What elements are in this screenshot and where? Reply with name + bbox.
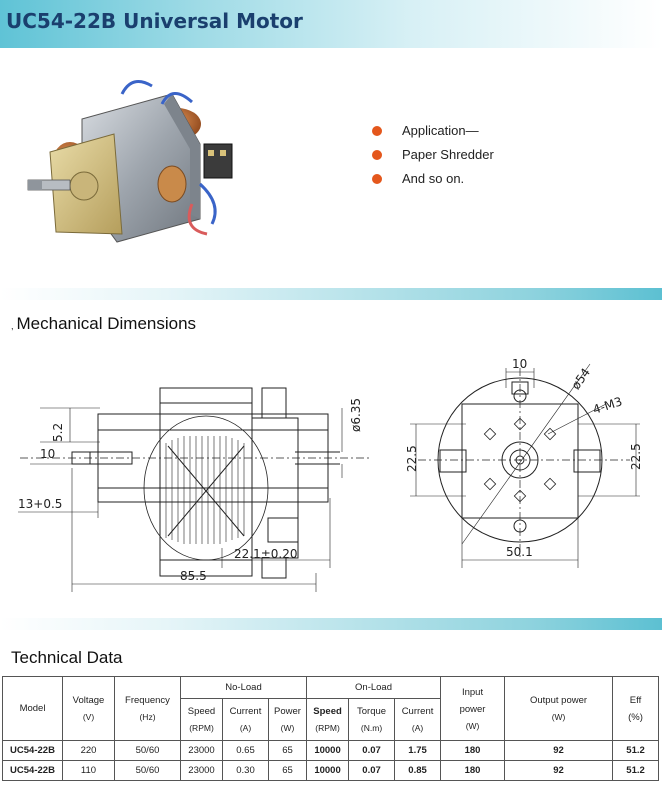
mechanical-title: ,Mechanical Dimensions	[11, 314, 196, 334]
dim-10-side: 10	[40, 447, 55, 461]
dim-13: 13+0.5	[18, 497, 62, 511]
list-item: Application—	[372, 122, 494, 146]
cell-ol-current: 1.75	[394, 740, 442, 761]
front-view: 10 ø54 4-M3 22.5 22.5 50.1	[405, 357, 643, 568]
cell-ol-torque: 0.07	[348, 760, 396, 781]
header-output-power-unit: (W)	[551, 712, 566, 722]
table-row: UC54-22B 220 50/60 23000 0.65 65 10000 0…	[2, 740, 660, 761]
header-eff: Eff (%)	[612, 676, 660, 741]
cell-frequency: 50/60	[114, 760, 181, 781]
header-voltage-unit: (V)	[82, 712, 95, 722]
cell-nl-current: 0.65	[222, 740, 269, 761]
cell-ol-speed: 10000	[306, 760, 350, 781]
cell-nl-speed: 23000	[180, 760, 223, 781]
header-model: Model	[2, 676, 63, 741]
application-item: Paper Shredder	[402, 147, 494, 162]
header-frequency: Frequency (Hz)	[114, 676, 181, 741]
header-ol-torque: Torque (N.m)	[348, 698, 396, 741]
page-title: UC54-22B Universal Motor	[6, 9, 303, 33]
header-nl-speed-label: Speed	[187, 706, 216, 717]
dim-22-1: 22.1±0.20	[234, 547, 298, 561]
header-output-power-label: Output power	[530, 695, 588, 706]
cell-voltage: 220	[62, 740, 115, 761]
application-list: Application— Paper Shredder And so on.	[372, 122, 494, 194]
mechanical-drawing: 5.2 10 13+0.5 ø6.35 22.1±0.20 85.5	[18, 357, 643, 592]
section-lead-mark: ,	[11, 321, 14, 331]
header-ol-current: Current (A)	[394, 698, 442, 741]
cell-model: UC54-22B	[2, 760, 63, 781]
header-input-power: Input power (W)	[440, 676, 506, 741]
cell-nl-current: 0.30	[222, 760, 269, 781]
header-frequency-label: Frequency	[125, 695, 170, 706]
mechanical-title-text: Mechanical Dimensions	[16, 314, 197, 333]
dim-50-1: 50.1	[506, 545, 533, 559]
application-label: Application—	[402, 123, 479, 138]
header-ol-torque-label: Torque	[357, 706, 387, 717]
cell-output-power: 92	[504, 740, 614, 761]
section-divider	[0, 618, 662, 630]
header-ol-current-label: Current	[401, 706, 434, 717]
table-row: UC54-22B 110 50/60 23000 0.30 65 10000 0…	[2, 760, 660, 781]
motor-photo	[27, 80, 233, 243]
technical-title: Technical Data	[11, 648, 123, 667]
header-nl-power-label: Power	[274, 706, 301, 717]
header-nl-current: Current (A)	[222, 698, 269, 741]
header-nl-speed: Speed (RPM)	[180, 698, 223, 741]
dim-22-5-right: 22.5	[629, 443, 643, 470]
header-ol-torque-unit: (N.m)	[360, 723, 383, 733]
header-on-load: On-Load	[306, 676, 442, 699]
dim-diameter-front: ø54	[569, 366, 593, 393]
header-voltage-label: Voltage	[72, 695, 105, 706]
header-frequency-unit: (Hz)	[139, 712, 156, 722]
bullet-icon	[372, 174, 382, 184]
dim-85-5: 85.5	[180, 569, 207, 583]
header-nl-power: Power (W)	[267, 698, 308, 741]
header-no-load: No-Load	[179, 676, 308, 699]
technical-data-table: Model Voltage (V) Frequency (Hz) No-Load O…	[2, 676, 660, 781]
header-input-power-label-2: power	[459, 703, 486, 715]
header-input-power-label-1: Input	[461, 686, 484, 698]
cell-input-power: 180	[440, 740, 506, 761]
header-ol-speed-label: Speed	[313, 706, 342, 717]
cell-frequency: 50/60	[114, 740, 181, 761]
header-eff-unit: (%)	[628, 711, 643, 723]
header-eff-label: Eff	[629, 694, 642, 706]
list-item: Paper Shredder	[372, 146, 494, 170]
header-nl-speed-unit: (RPM)	[189, 723, 214, 733]
bullet-icon	[372, 150, 382, 160]
header-nl-current-unit: (A)	[239, 723, 252, 733]
cell-ol-speed: 10000	[306, 740, 350, 761]
cell-nl-power: 65	[267, 760, 308, 781]
header-nl-current-label: Current	[229, 706, 262, 717]
cell-eff: 51.2	[612, 740, 660, 761]
dim-4-m3: 4-M3	[591, 394, 624, 417]
cell-model: UC54-22B	[2, 740, 63, 761]
header-voltage: Voltage (V)	[62, 676, 115, 741]
header-ol-current-unit: (A)	[411, 723, 424, 733]
cell-output-power: 92	[504, 760, 614, 781]
cell-nl-speed: 23000	[180, 740, 223, 761]
section-divider	[0, 288, 662, 300]
dim-22-5-left: 22.5	[405, 445, 419, 472]
dim-5-2: 5.2	[51, 423, 65, 442]
header-input-power-unit: (W)	[465, 720, 480, 731]
dim-10-front: 10	[512, 357, 527, 371]
cell-eff: 51.2	[612, 760, 660, 781]
cell-ol-current: 0.85	[394, 760, 442, 781]
dim-diameter-side: ø6.35	[349, 398, 363, 432]
header-output-power: Output power (W)	[504, 676, 614, 741]
title-bar: UC54-22B Universal Motor	[0, 0, 662, 48]
cell-voltage: 110	[62, 760, 115, 781]
cell-input-power: 180	[440, 760, 506, 781]
bullet-icon	[372, 126, 382, 136]
header-ol-speed-unit: (RPM)	[315, 723, 340, 733]
header-ol-speed: Speed (RPM)	[306, 698, 350, 741]
cell-nl-power: 65	[267, 740, 308, 761]
list-item: And so on.	[372, 170, 494, 194]
side-view: 5.2 10 13+0.5 ø6.35 22.1±0.20 85.5	[18, 387, 370, 592]
application-item: And so on.	[402, 171, 465, 186]
cell-ol-torque: 0.07	[348, 740, 396, 761]
header-nl-power-unit: (W)	[280, 723, 295, 733]
